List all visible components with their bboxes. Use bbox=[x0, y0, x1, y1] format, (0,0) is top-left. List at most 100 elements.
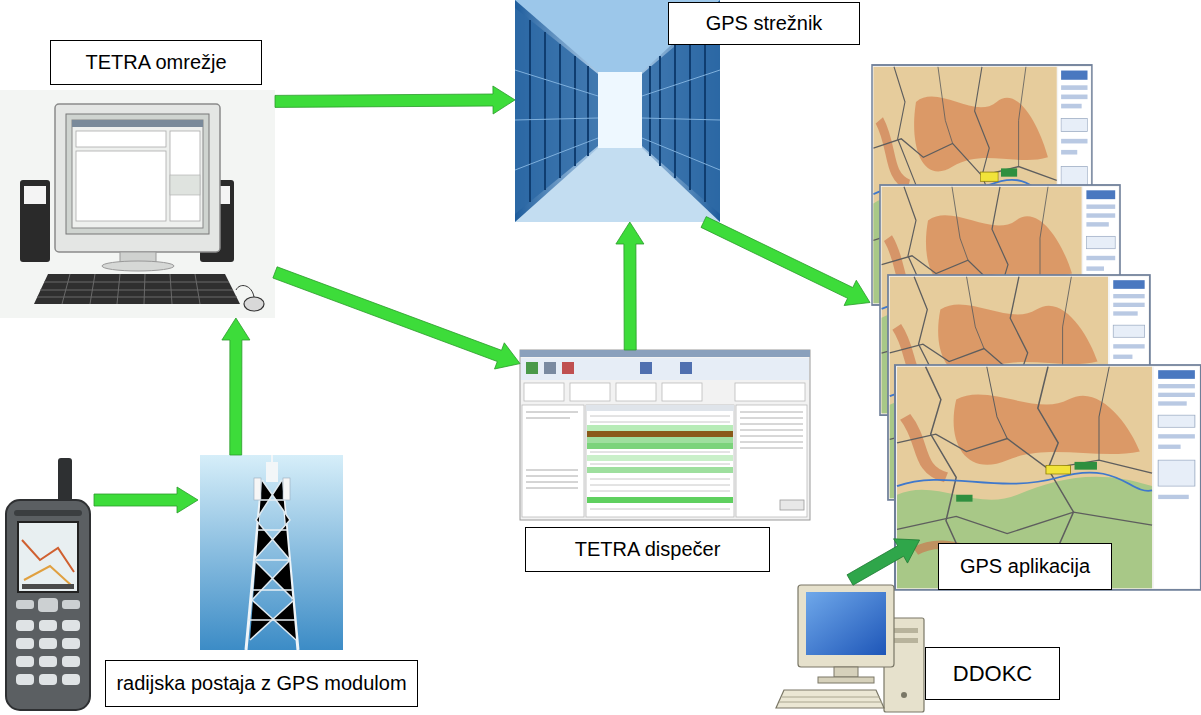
desktop-pc-picture-part bbox=[901, 692, 907, 698]
flow-arrow bbox=[273, 267, 520, 369]
computer-picture-part bbox=[170, 131, 200, 221]
network-node: TETRA omrežje bbox=[0, 90, 275, 318]
server-room-picture-part bbox=[515, 8, 598, 214]
dispatcher-screenshot-part bbox=[526, 362, 538, 374]
desktop-pc-picture-part bbox=[834, 667, 858, 677]
dispatcher-screenshot-part bbox=[586, 405, 734, 517]
dispatcher-screenshot-part bbox=[587, 443, 733, 449]
handheld-radio-part bbox=[62, 620, 80, 631]
computer-picture-part bbox=[236, 286, 254, 297]
radio-link-arrow bbox=[94, 487, 198, 513]
handheld-radio-part bbox=[24, 566, 72, 586]
handheld-radio-part bbox=[39, 620, 57, 631]
computer-picture-part bbox=[34, 274, 240, 304]
server-room-picture-part bbox=[650, 20, 705, 202]
radio-tower-picture-part bbox=[283, 478, 290, 500]
dispatcher-screenshot-part bbox=[735, 383, 805, 401]
dispatcher-screenshot-part bbox=[562, 362, 574, 374]
desktop-pc-picture bbox=[776, 585, 924, 712]
radio-tower-picture-part bbox=[271, 455, 273, 462]
radio-tower-picture-part bbox=[266, 462, 278, 482]
flow-arrow bbox=[701, 217, 870, 306]
handheld-radio-part bbox=[38, 598, 58, 612]
desktop-pc-picture-part bbox=[818, 677, 874, 683]
radio-tower-picture-part bbox=[248, 500, 296, 620]
radio-tower-picture bbox=[200, 455, 343, 650]
radio-tower-picture-part bbox=[246, 480, 298, 650]
dispatcher-screenshot-part bbox=[587, 467, 733, 473]
desktop-pc-picture-part bbox=[806, 592, 886, 655]
computer-picture-part bbox=[72, 120, 203, 228]
dispatcher-screenshot-part bbox=[570, 383, 610, 401]
node-label: GPS aplikacija bbox=[938, 543, 1112, 590]
dispatcher-screenshot-part bbox=[590, 416, 730, 509]
desktop-pc-picture-part bbox=[798, 585, 894, 667]
node-label: radijska postaja z GPS modulom bbox=[105, 660, 418, 707]
handheld-radio-part bbox=[22, 584, 74, 589]
handheld-radio bbox=[6, 458, 90, 710]
handheld-radio-part bbox=[39, 638, 57, 649]
handheld-radio-part bbox=[6, 500, 90, 710]
dispatcher-screenshot-part bbox=[680, 362, 692, 374]
server-room-picture-part bbox=[598, 72, 642, 148]
computer-picture-part bbox=[102, 261, 174, 271]
dispatcher-screenshot-part bbox=[587, 437, 733, 443]
server-room-picture-part bbox=[515, 70, 598, 170]
dispatcher-screenshot-part bbox=[520, 350, 810, 520]
node-label: TETRA omrežje bbox=[50, 40, 262, 85]
handheld-radio-part bbox=[62, 600, 80, 609]
node-label: DDOKC bbox=[925, 647, 1060, 700]
application-node: GPS aplikacija bbox=[870, 65, 1201, 540]
flow-arrow bbox=[222, 318, 250, 455]
dispatcher-screenshot-part bbox=[521, 358, 809, 380]
map-stack-part bbox=[895, 365, 1201, 590]
radio-tower-picture-part bbox=[254, 478, 261, 500]
handheld-radio-part bbox=[62, 638, 80, 649]
dispatcher-screenshot-part bbox=[616, 383, 656, 401]
map-stack bbox=[872, 65, 1201, 590]
computer-picture-part bbox=[0, 90, 275, 318]
dispatcher-screenshot-part bbox=[520, 350, 810, 357]
dispatcher-screenshot-part bbox=[736, 405, 807, 517]
dispatcher-screenshot-part bbox=[780, 500, 804, 510]
computer-picture-part bbox=[76, 151, 166, 221]
computer-picture-part bbox=[20, 180, 50, 262]
dispatcher-node: TETRA dispečer bbox=[520, 350, 810, 520]
computer-picture-part bbox=[24, 186, 46, 204]
dispatcher-screenshot-part bbox=[522, 405, 584, 517]
handheld-radio-part bbox=[16, 620, 34, 631]
computer-picture-part bbox=[76, 131, 166, 147]
dispatcher-screenshot-part bbox=[740, 412, 803, 448]
radio-station-node: radijska postaja z GPS modulom bbox=[200, 455, 343, 650]
dispatcher-screenshot bbox=[520, 350, 810, 520]
computer-picture-part bbox=[62, 274, 200, 304]
dispatcher-screenshot-part bbox=[662, 383, 702, 401]
dispatcher-screenshot-part bbox=[524, 383, 564, 401]
node-label: GPS strežnik bbox=[668, 2, 860, 45]
computer-picture bbox=[0, 90, 275, 318]
server-node: GPS strežnik bbox=[515, 0, 720, 222]
handheld-radio-part bbox=[16, 674, 34, 685]
dispatcher-screenshot-part bbox=[640, 362, 652, 374]
dispatcher-screenshot-part bbox=[587, 497, 733, 503]
node-label: TETRA dispečer bbox=[525, 527, 770, 572]
handheld-radio-part bbox=[62, 674, 80, 685]
dispatcher-screenshot-part bbox=[587, 455, 733, 461]
computer-picture-part bbox=[170, 175, 200, 195]
handheld-radio-part bbox=[18, 522, 78, 592]
flow-arrow bbox=[616, 222, 644, 350]
radio-tower-picture-part bbox=[200, 455, 343, 650]
desktop-pc-picture-part bbox=[776, 690, 884, 708]
server-room-picture-part bbox=[642, 70, 720, 170]
dispatcher-screenshot-part bbox=[544, 362, 556, 374]
handheld-radio-part bbox=[14, 510, 82, 516]
handheld-radio-part bbox=[39, 674, 57, 685]
control-center-node: DDOKC bbox=[775, 580, 925, 715]
handheld-radio-part bbox=[16, 638, 34, 649]
dispatcher-screenshot-part bbox=[587, 431, 733, 437]
computer-picture-part bbox=[55, 104, 220, 252]
computer-picture-part bbox=[66, 114, 209, 234]
